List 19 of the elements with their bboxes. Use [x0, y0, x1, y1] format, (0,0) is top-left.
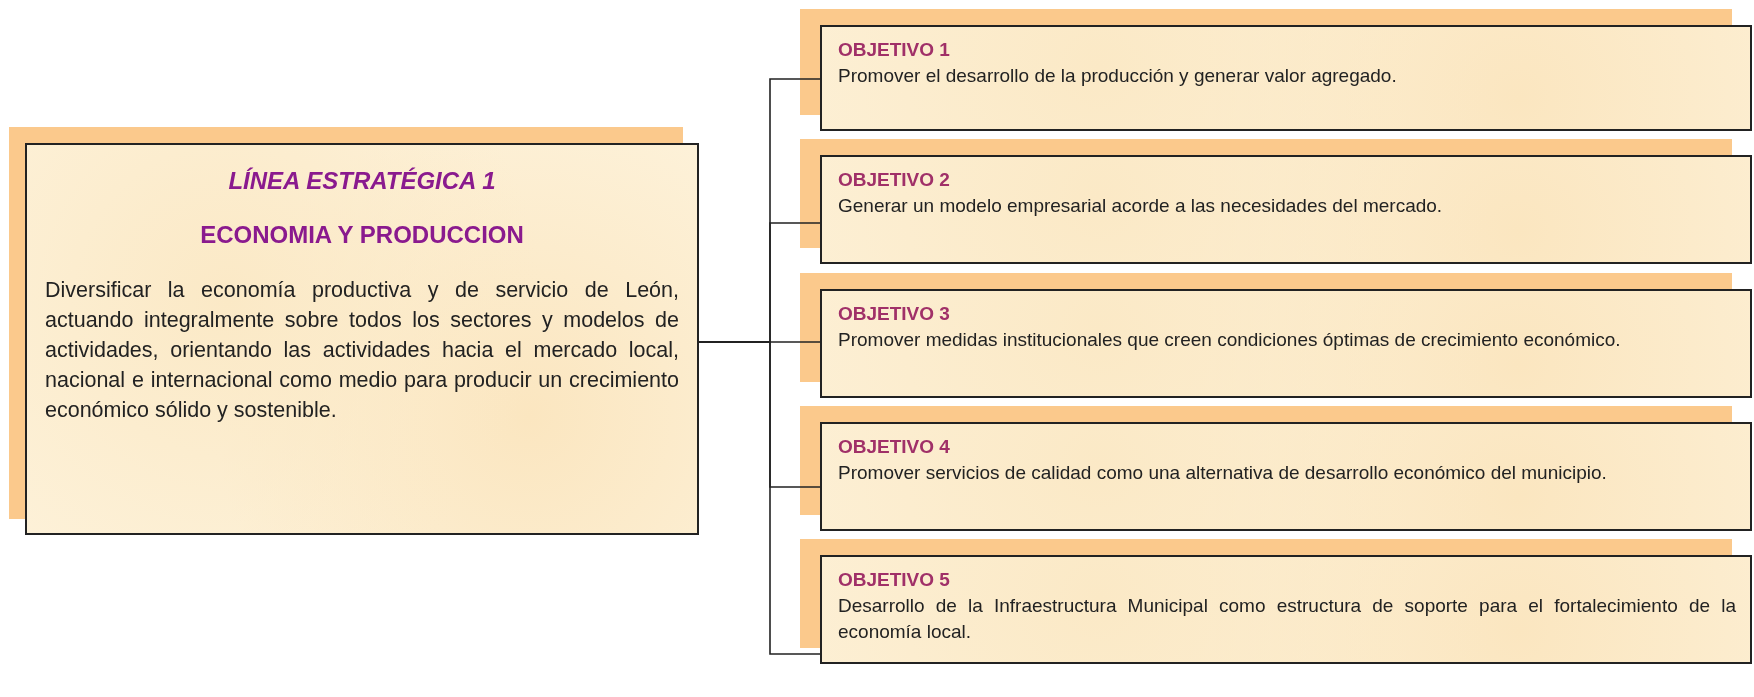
- objective-title: OBJETIVO 5: [838, 569, 951, 591]
- objective-box: [820, 155, 1752, 264]
- strategy-heading: ECONOMIA Y PRODUCCION: [199, 221, 525, 249]
- strategy-title: LÍNEA ESTRATÉGICA 1: [227, 167, 497, 195]
- objective-title: OBJETIVO 4: [838, 436, 951, 458]
- objective-title: OBJETIVO 1: [838, 39, 951, 61]
- objective-box: [820, 422, 1752, 531]
- objective-description: Promover servicios de calidad como una alternativa de desarrollo económico del municipio.: [838, 461, 1608, 485]
- objective-title: OBJETIVO 2: [838, 169, 951, 191]
- strategy-description: Diversificar la economía productiva y de servicio de León, actuando integralmente sobre todos los sectores y modelos de actividades, orientando las actividades hacia el mercado local, nacional e internacional como medio para producir un crecimiento económico sólido y sostenible.: [45, 277, 679, 424]
- objective-box: [820, 555, 1752, 664]
- strategy-box: [25, 143, 699, 535]
- objective-title: OBJETIVO 3: [838, 303, 951, 325]
- objective-box: [820, 289, 1752, 398]
- objective-box: [820, 25, 1752, 131]
- objective-description: Promover el desarrollo de la producción y generar valor agregado.: [838, 64, 1398, 88]
- objective-description: Generar un modelo empresarial acorde a las necesidades del mercado.: [838, 194, 1444, 218]
- objective-description: Desarrollo de la Infraestructura Municipal como estructura de soporte para el fortalecimiento de la economía local.: [838, 594, 1736, 644]
- objective-description: Promover medidas institucionales que creen condiciones óptimas de crecimiento económico.: [838, 328, 1622, 352]
